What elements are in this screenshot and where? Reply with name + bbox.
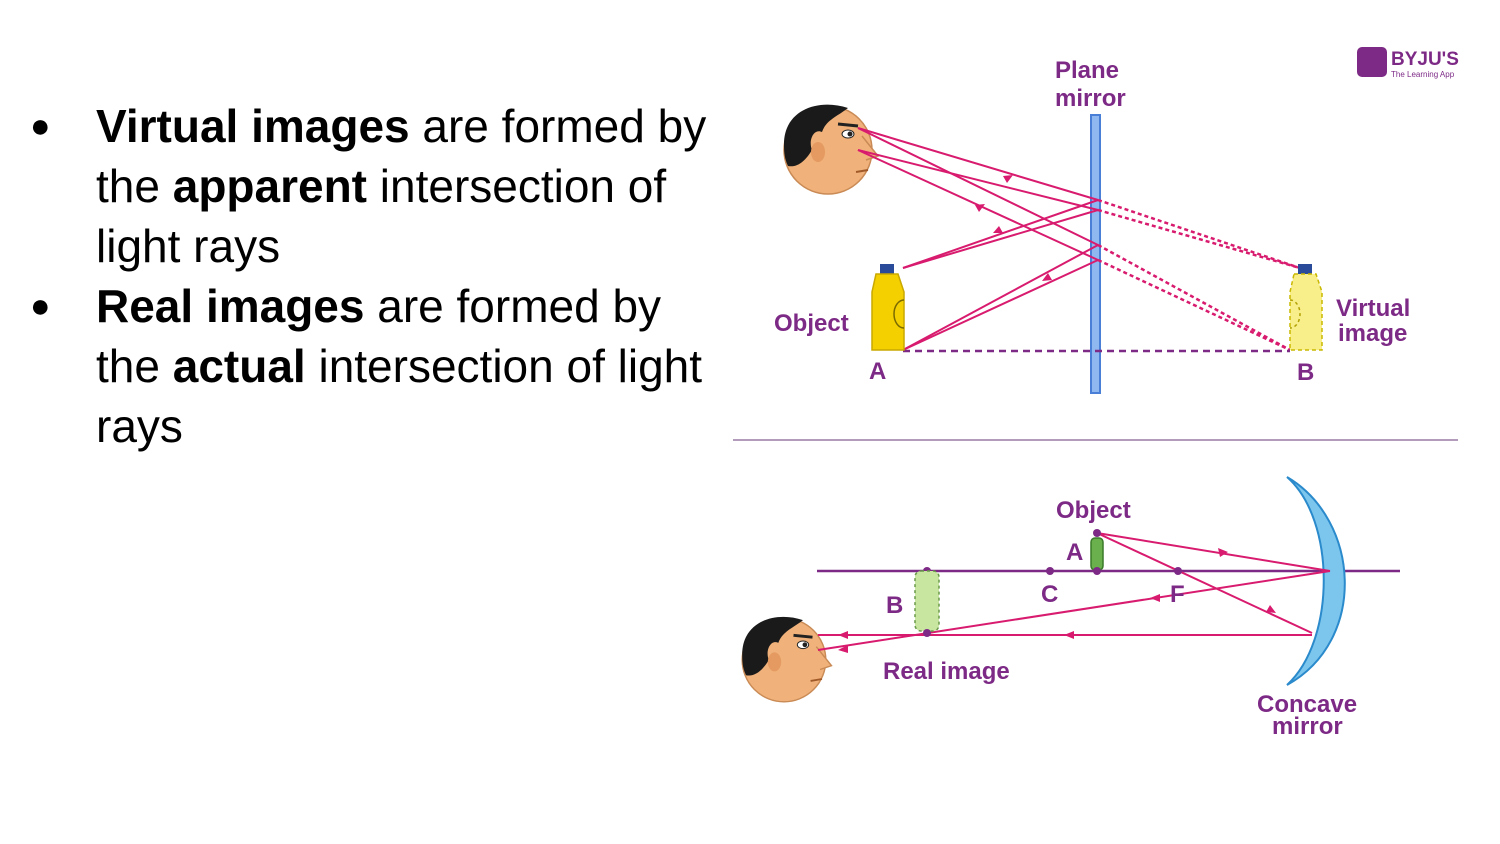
plane-mirror [1090,114,1101,394]
logo-name: BYJU'S [1391,49,1459,70]
ray [817,570,1331,651]
virtual-image-label: image [1338,320,1407,347]
virtual-ray-extension [1097,258,1291,352]
ray-arrowhead [975,204,985,212]
point-b-label: B [1297,359,1314,386]
ray [902,259,1099,351]
bullet-dot: ● [30,107,51,145]
ray-arrowhead [838,645,848,653]
virtual-image-label: Virtual [1336,295,1410,322]
bullet-text: intersection of light rays [96,340,703,452]
concave-mirror [1286,476,1346,686]
point-f-label: F [1170,581,1185,608]
bullet-virtual-images: ● Virtual images are formed by the appar… [28,96,708,276]
concave-mirror-label: mirror [1272,713,1343,740]
ray [902,209,1099,269]
bullet-text: are formed by the [96,100,707,212]
concave-mirror-diagram: Object A B C F Real image Concave mirror [740,476,1400,740]
ray-arrowhead [1150,594,1160,602]
logo-mark [1357,47,1387,77]
bullet-dot: ● [30,287,51,325]
point-a-label: A [869,358,886,385]
point-a-label: A [1066,539,1083,566]
concave-mirror-label: Concave [1257,691,1357,718]
bullet-term: Real images [96,280,365,332]
eye-face-icon [740,615,833,704]
ray [857,127,1099,201]
ray [1096,532,1313,634]
bullet-text: intersection of light rays [96,160,667,272]
ray-arrowhead [1042,273,1052,281]
ray [1096,532,1331,572]
point-c-label: C [1041,581,1058,608]
eye-face-icon [782,103,880,196]
bullet-emphasis: actual [172,340,306,392]
virtual-image-bottle-icon [1289,264,1323,351]
ray-arrowhead [1064,631,1074,639]
ray-arrowhead [1003,175,1013,183]
point-f-marker [1174,567,1182,575]
ray-arrowhead [838,631,848,639]
ray-arrowhead [1266,605,1276,613]
object-label: Object [774,310,849,337]
mirror-label: Plane [1055,57,1119,84]
ray-arrowhead [993,226,1003,233]
point-c-marker [1046,567,1054,575]
object-bottle-icon [1090,529,1104,575]
bullet-text: are formed by the [96,280,662,392]
byjus-logo: B BYJU'S The Learning App [1357,47,1459,79]
virtual-ray-extension [1097,243,1291,352]
ray [857,149,1099,211]
virtual-ray-extension [1097,198,1301,270]
bullet-term: Virtual images [96,100,410,152]
point-b-label: B [886,592,903,619]
logo-tagline: The Learning App [1391,70,1455,79]
ray [902,199,1099,269]
bullet-emphasis: apparent [172,160,367,212]
ray-arrowhead [1218,548,1228,557]
virtual-ray-extension [1097,208,1301,270]
bullet-real-images: ● Real images are formed by the actual i… [28,276,708,456]
real-image-label: Real image [883,658,1010,685]
plane-mirror-diagram: Plane mirror Object A B Virtual image [774,57,1410,394]
object-label: Object [1056,497,1131,524]
bullet-list: ● Virtual images are formed by the appar… [28,96,708,456]
ray [902,244,1099,351]
mirror-label: mirror [1055,85,1126,112]
logo-letter: B [1364,50,1380,75]
object-bottle-icon [871,264,905,351]
real-image-bottle-icon [914,567,940,637]
ray [857,127,1099,246]
